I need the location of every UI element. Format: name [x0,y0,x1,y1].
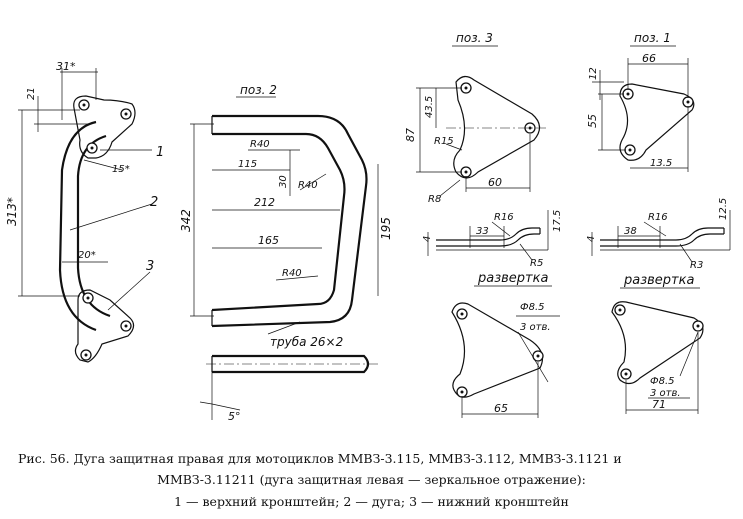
dim-r40-top: R40 [250,139,270,150]
dim-r8: R8 [428,194,441,205]
dim-r5: R5 [530,258,543,269]
dim-87: 87 [404,128,417,142]
callout-1: 1 [156,145,164,160]
tube-side-view [212,354,370,374]
pos1-label: поз. 1 [634,31,671,45]
blank-left-view: Ф8.5 3 отв. 65 [451,302,560,418]
dim-r40-bottom: R40 [282,268,302,279]
dim-12: 12 [588,67,599,80]
dim-31: 31* [56,60,76,73]
development-left-view: 4 33 R16 R5 17.5 развертка [422,210,563,287]
development-right-title: развертка [623,273,694,288]
dim-21: 21 [26,87,37,100]
pos3-view: поз. 3 87 43.5 R15 R8 60 [404,31,548,205]
dim-66: 66 [642,52,656,65]
dim-hole: Ф8.5 [650,376,675,387]
dim-4: 4 [422,236,433,242]
development-right-view: 4 38 R16 R3 12.5 развертка [586,198,731,289]
lower-bracket [74,289,135,363]
caption-line-1: Рис. 56. Дуга защитная правая для мотоци… [18,451,622,466]
dim-115: 115 [238,159,257,170]
dim-r15: R15 [434,136,454,147]
pos3-plate [453,75,541,179]
dim-195: 195 [379,217,393,240]
pos1-view: поз. 1 66 12 55 13.5 [586,31,695,172]
strip-right-top [600,227,724,241]
assembly-view: 31* 21 313* 15* 20* 1 2 3 [5,60,164,363]
dim-43-5: 43.5 [424,96,435,118]
dim-r3: R3 [690,260,703,271]
callout-3: 3 [146,259,154,274]
tube-outline-outer [211,114,368,328]
dim-313: 313* [5,197,19,226]
upper-bracket [73,95,136,159]
development-left-title: развертка [477,271,548,286]
caption-line-2: ММВЗ-3.11211 (дуга защитная левая — зерк… [157,472,586,487]
dim-12-5: 12.5 [718,198,729,220]
dim-r16: R16 [648,212,668,223]
pos1-plate [619,83,695,161]
dim-55: 55 [586,114,599,128]
dim-4: 4 [586,236,597,242]
pos3-label: поз. 3 [456,31,493,45]
caption-line-3: 1 — верхний кронштейн; 2 — дуга; 3 — ниж… [174,494,569,509]
dim-15: 15* [112,164,130,175]
dim-holes-count: 3 отв. [520,322,551,333]
dim-71: 71 [652,398,666,411]
callout-2: 2 [150,195,158,210]
technical-drawing: 31* 21 313* 15* 20* 1 2 3 поз. 2 R40 115… [5,31,731,423]
dim-13-5: 13.5 [650,158,672,169]
dim-60: 60 [488,176,502,189]
dim-angle: 5° [228,410,241,423]
blank-right-view: Ф8.5 3 отв. 71 [611,301,704,414]
dim-20: 20* [78,250,96,261]
dim-33: 33 [476,226,489,237]
dim-r16: R16 [494,212,514,223]
dim-165: 165 [258,234,279,247]
pos2-label: поз. 2 [240,83,277,97]
dim-212: 212 [254,196,275,209]
dim-17-5: 17.5 [552,210,563,232]
tube-label: труба 26×2 [270,335,343,349]
dim-hole: Ф8.5 [520,302,545,313]
dim-r40-mid: R40 [298,180,318,191]
dim-30: 30 [278,175,289,188]
strip-right-bottom [600,233,724,247]
dim-38: 38 [624,226,637,237]
pos2-view: поз. 2 R40 115 30 R40 212 342 195 165 R4… [179,83,393,423]
dim-65: 65 [494,402,508,415]
dim-342: 342 [179,209,193,232]
dim-holes-count: 3 отв. [650,388,681,399]
blank-right-plate [611,301,704,385]
strip-left-bottom [436,233,540,247]
tube-outline-inner [211,132,346,312]
